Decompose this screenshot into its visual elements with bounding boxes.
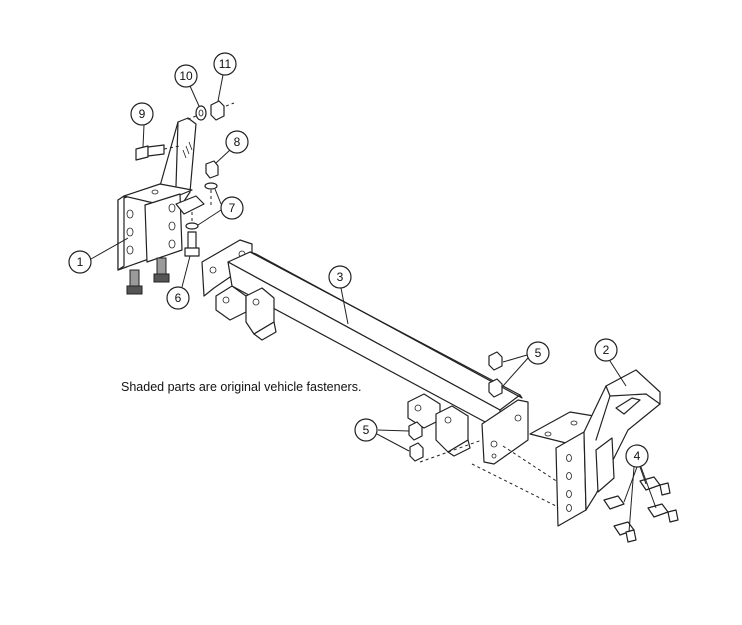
nuts-5-upper [488,351,503,398]
callout-4: 4 [634,449,641,463]
washer-7-lower [185,222,199,230]
right-mounting-bracket [529,369,661,527]
callout-5-lower: 5 [363,423,370,437]
callout-circle-5-upper [526,341,550,365]
callout-6: 6 [175,291,182,305]
callout-7: 7 [229,201,236,215]
callout-circle-1 [68,250,92,274]
nut-8 [205,160,219,179]
washer-10 [195,105,207,121]
callout-circle-4 [625,444,649,468]
callout-3: 3 [337,270,344,284]
original-vehicle-bolts-left [126,257,170,295]
callout-5-upper: 5 [535,346,542,360]
callout-circle-7 [220,196,244,220]
callout-2: 2 [603,343,610,357]
callout-11: 11 [219,57,232,71]
callout-1: 1 [77,255,84,269]
callout-circle-6 [166,286,190,310]
callout-circle-11 [213,52,237,76]
shaded-parts-note: Shaded parts are original vehicle fasten… [121,380,361,394]
bolt-6 [184,190,212,257]
callout-circle-10 [174,64,198,88]
bolt-9 [135,144,181,161]
bracket-holes [126,141,193,255]
callout-9: 9 [139,107,146,121]
callout-circle-3 [328,265,352,289]
callout-circle-2 [594,338,618,362]
callout-10: 10 [179,69,193,83]
left-mounting-bracket [117,117,205,271]
callout-8: 8 [234,135,241,149]
callouts: 1 2 3 4 5 5 6 7 [68,52,657,533]
callout-circle-8 [225,130,249,154]
bolts-4 [603,476,679,543]
nut-11 [185,100,235,121]
callout-circle-9 [130,102,154,126]
callout-circle-5-lower [354,418,378,442]
nuts-5-lower [408,421,424,462]
cross-tube-3 [201,239,529,465]
washer-7-upper [204,182,218,190]
